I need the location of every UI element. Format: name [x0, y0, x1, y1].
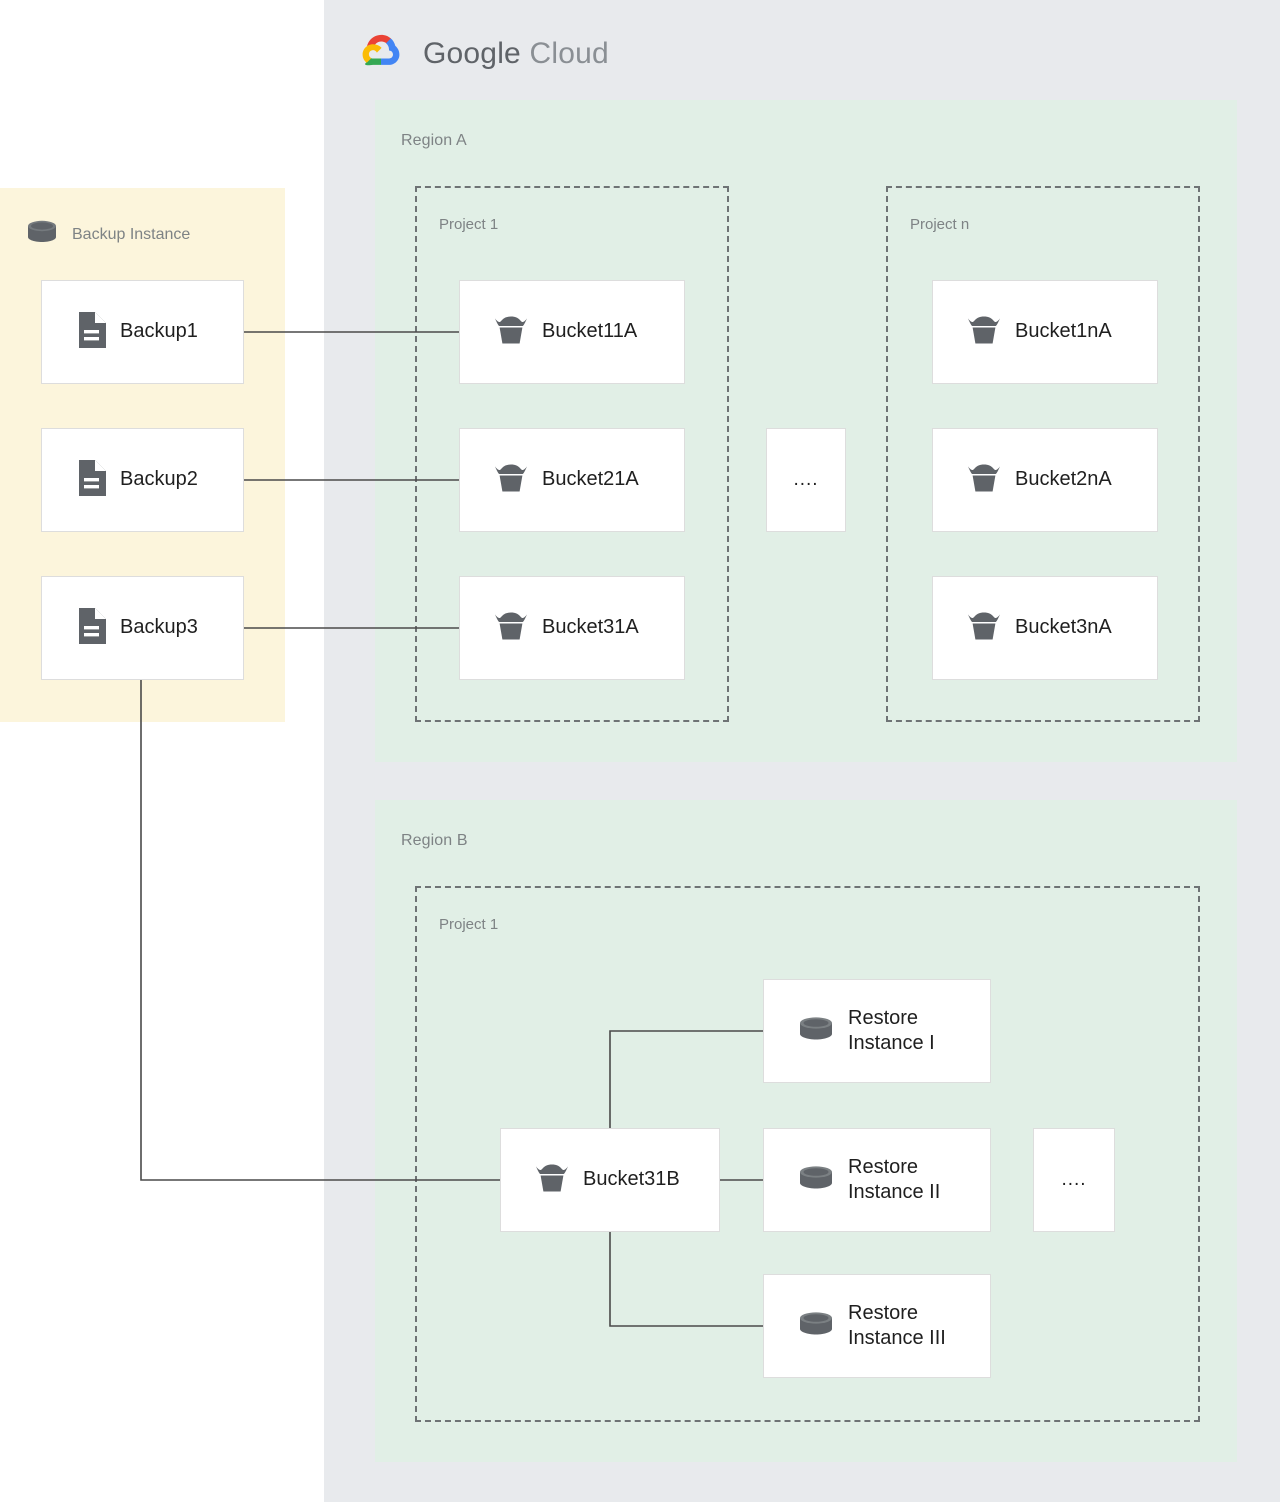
bucket21a-label: Bucket21A	[542, 468, 639, 491]
bucket3na-label: Bucket3nA	[1015, 616, 1112, 639]
google-cloud-wordmark: Google Cloud	[423, 37, 609, 71]
backup2-label: Backup2	[120, 468, 198, 491]
bucket-icon	[967, 462, 1001, 499]
bucket11a-label: Bucket11A	[542, 320, 638, 343]
backup-instance-header: Backup Instance	[26, 218, 190, 251]
region-a-label: Region A	[401, 132, 467, 149]
bucket1na-label: Bucket1nA	[1015, 320, 1112, 343]
bucket-icon	[967, 314, 1001, 351]
region-a-project-n-box: Project n	[886, 186, 1200, 722]
database-cylinder-icon	[798, 1163, 834, 1198]
document-icon	[76, 311, 106, 353]
bucket3na-card[interactable]: Bucket3nA	[932, 576, 1158, 680]
database-cylinder-icon	[26, 218, 58, 251]
bucket31b-label: Bucket31B	[583, 1168, 680, 1191]
restore-instance-iii-label: Restore Instance III	[848, 1301, 946, 1349]
document-icon	[76, 607, 106, 649]
bucket-icon	[967, 610, 1001, 647]
ellipsis-label: ....	[1061, 1169, 1087, 1190]
restore-instance-i-card[interactable]: Restore Instance I	[763, 979, 991, 1083]
project-label: Project n	[910, 216, 970, 233]
backup-instance-title: Backup Instance	[72, 225, 191, 243]
restore-instance-ii-card[interactable]: Restore Instance II	[763, 1128, 991, 1232]
project-label: Project 1	[439, 216, 499, 233]
region-a-ellipsis-card: ....	[766, 428, 846, 532]
bucket-icon	[494, 462, 528, 499]
database-cylinder-icon	[798, 1309, 834, 1344]
restore-instance-ii-label: Restore Instance II	[848, 1155, 941, 1203]
bucket31a-label: Bucket31A	[542, 616, 639, 639]
backup3-label: Backup3	[120, 616, 198, 639]
bucket11a-card[interactable]: Bucket11A	[459, 280, 685, 384]
ellipsis-label: ....	[793, 469, 819, 490]
backup1-card[interactable]: Backup1	[41, 280, 244, 384]
bucket21a-card[interactable]: Bucket21A	[459, 428, 685, 532]
bucket31b-card[interactable]: Bucket31B	[500, 1128, 720, 1232]
restore-instance-iii-card[interactable]: Restore Instance III	[763, 1274, 991, 1378]
bucket2na-card[interactable]: Bucket2nA	[932, 428, 1158, 532]
restore-instance-i-label: Restore Instance I	[848, 1006, 935, 1054]
region-a-project-1-box: Project 1	[415, 186, 729, 722]
bucket-icon	[494, 314, 528, 351]
google-word: Google	[423, 36, 521, 70]
document-icon	[76, 459, 106, 501]
region-b-label: Region B	[401, 832, 468, 849]
cloud-word: Cloud	[529, 36, 609, 70]
region-b-ellipsis-card: ....	[1033, 1128, 1115, 1232]
bucket-icon	[535, 1162, 569, 1199]
project-label: Project 1	[439, 916, 499, 933]
google-cloud-logo-icon	[357, 30, 407, 77]
backup1-label: Backup1	[120, 320, 198, 343]
bucket-icon	[494, 610, 528, 647]
google-cloud-header: Google Cloud	[357, 30, 609, 77]
backup3-card[interactable]: Backup3	[41, 576, 244, 680]
backup2-card[interactable]: Backup2	[41, 428, 244, 532]
bucket31a-card[interactable]: Bucket31A	[459, 576, 685, 680]
bucket2na-label: Bucket2nA	[1015, 468, 1112, 491]
database-cylinder-icon	[798, 1014, 834, 1049]
bucket1na-card[interactable]: Bucket1nA	[932, 280, 1158, 384]
